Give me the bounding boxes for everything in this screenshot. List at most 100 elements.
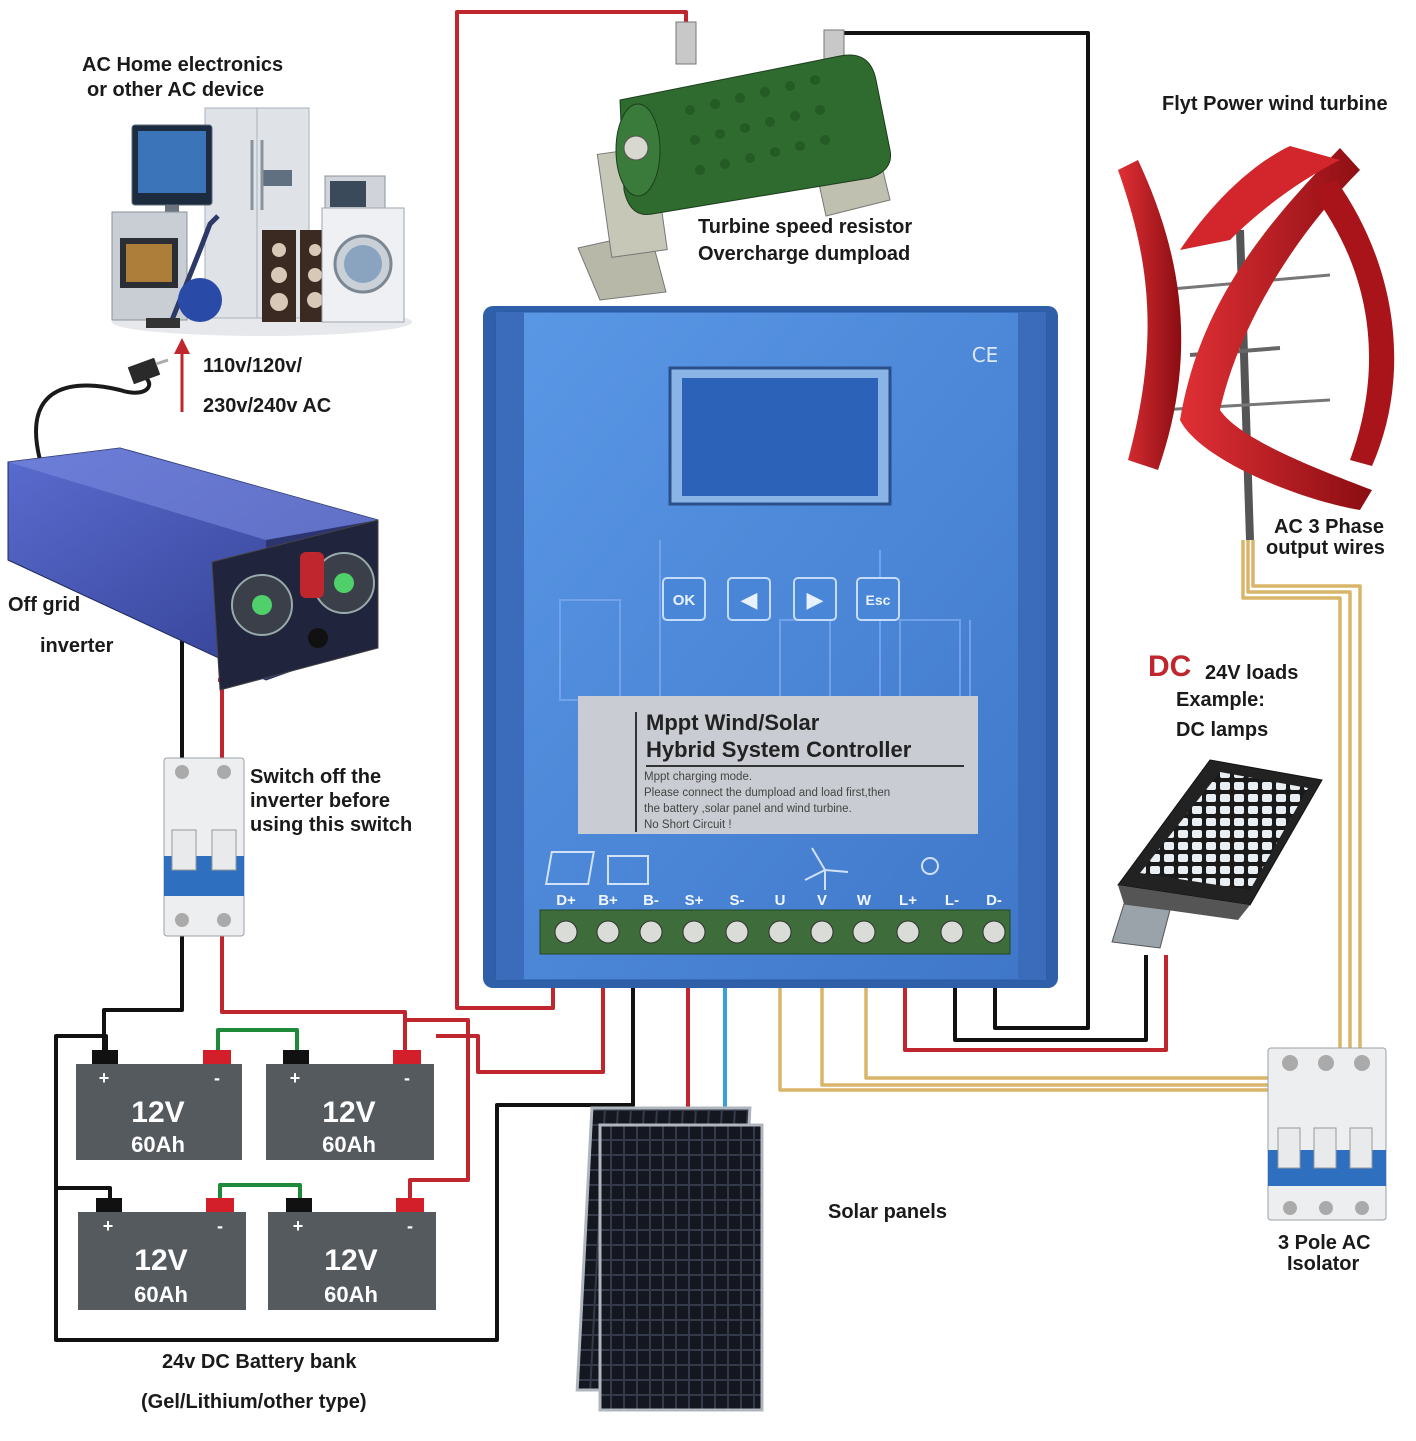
resistor-label-line2: Overcharge dumpload — [698, 243, 911, 265]
switch-to-battery-pos — [220, 935, 407, 1052]
ac-voltage-label-line1: 110v/120v/ — [203, 355, 302, 377]
left-button: ◀ — [741, 588, 758, 613]
ac-phase-w — [864, 985, 1268, 1080]
battery-series-link-bottom — [218, 1183, 302, 1200]
terminal-label: S- — [730, 892, 745, 909]
ac-phase-u — [778, 985, 1268, 1092]
fan-icon — [313, 552, 375, 614]
washer-icon — [321, 207, 405, 323]
ac-appliances-illustration — [111, 107, 412, 412]
fan-icon — [231, 574, 293, 636]
resistor-label-line1: Turbine speed resistor — [698, 216, 913, 238]
battery-voltage: 12V — [322, 1096, 375, 1129]
terminal-label: L- — [945, 892, 959, 909]
right-button: ▶ — [807, 588, 824, 613]
turbine-to-isolator-3 — [1251, 540, 1362, 1050]
battery-capacity: 60Ah — [324, 1282, 378, 1307]
battery-capacity: 60Ah — [322, 1132, 376, 1157]
battery-bank-label-line2: (Gel/Lithium/other type) — [141, 1391, 367, 1413]
terminal-label: V — [817, 892, 827, 909]
wiring — [54, 10, 1362, 1342]
terminal-label: L+ — [899, 892, 917, 909]
ac-wires-label-line2: output wires — [1266, 537, 1385, 559]
battery-neg-label: - — [404, 1068, 410, 1088]
ok-button: OK — [673, 592, 696, 609]
battery-voltage: 12V — [324, 1244, 377, 1277]
ac-phase-v — [820, 985, 1268, 1087]
battery-neg-label: - — [214, 1068, 220, 1088]
inverter-label-line2: inverter — [40, 635, 114, 657]
solar-panels-illustration — [575, 1106, 764, 1412]
load-negative-wire — [953, 955, 1148, 1042]
battery-positive-wire — [436, 985, 605, 1074]
turbine-to-isolator-1 — [1241, 540, 1342, 1050]
dumpload-positive-wire — [455, 10, 688, 1010]
battery-voltage: 12V — [131, 1096, 184, 1129]
dc-loads-label: 24V loads — [1205, 662, 1299, 684]
terminal-label: B- — [643, 892, 659, 909]
battery-neg-label: - — [407, 1216, 413, 1236]
battery-voltage: 12V — [134, 1244, 187, 1277]
battery-bank-label-line1: 24v DC Battery bank — [162, 1351, 357, 1373]
ac-isolator-switch — [1267, 1047, 1387, 1221]
microwave-icon — [324, 175, 386, 213]
battery-negative-wire — [54, 985, 635, 1342]
esc-button: Esc — [866, 592, 891, 608]
ac-wires-label-line1: AC 3 Phase — [1274, 516, 1385, 538]
ce-mark: CE — [972, 343, 999, 367]
switch-label-line1: Switch off the — [250, 766, 382, 788]
dc-lamp-illustration — [1111, 759, 1323, 949]
battery-unit: + - 12V 60Ah — [266, 1050, 434, 1160]
load-positive-wire — [903, 955, 1168, 1052]
battery-unit: + - 12V 60Ah — [78, 1198, 246, 1310]
switch-label-line3: using this switch — [250, 814, 413, 836]
solar-label: Solar panels — [828, 1201, 947, 1223]
tv-icon — [131, 124, 213, 217]
terminal-label: U — [775, 892, 786, 909]
inverter-pos-wire — [218, 678, 224, 760]
dc-prefix-label: DC — [1148, 650, 1192, 683]
vacuum-icon — [146, 214, 222, 328]
terminal-label: D+ — [556, 892, 576, 909]
ac-device-label-line1: AC Home electronics — [82, 54, 284, 76]
battery-capacity: 60Ah — [134, 1282, 188, 1307]
controller-note-line3: the battery ,solar panel and wind turbin… — [644, 803, 852, 815]
battery-series-link-top — [216, 1028, 299, 1052]
ac-device-label-line2: or other AC device — [87, 79, 265, 101]
controller-title-line1: Mppt Wind/Solar — [646, 710, 820, 735]
terminal-label: W — [857, 892, 872, 909]
wind-turbine-illustration — [1118, 146, 1395, 541]
terminal-screws — [554, 920, 1006, 944]
controller-buttons: OK ◀ ▶ Esc — [662, 577, 900, 621]
switch-label-line2: inverter before — [250, 790, 391, 812]
battery-unit: + - 12V 60Ah — [76, 1050, 242, 1160]
hybrid-controller: OK ◀ ▶ Esc Mppt Wind/Solar Hybrid System… — [483, 306, 1058, 988]
terminal-label: S+ — [685, 892, 704, 909]
battery-link-black-left — [58, 1186, 112, 1200]
inverter-illustration — [7, 357, 379, 691]
arrow-up-icon — [174, 338, 190, 412]
oven-icon — [111, 211, 188, 321]
controller-note-line1: Mppt charging mode. — [644, 771, 752, 783]
controller-title-line2: Hybrid System Controller — [646, 737, 912, 762]
solar-panel-icon — [544, 851, 595, 885]
controller-note-line2: Please connect the dumpload and load fir… — [644, 787, 890, 799]
turbine-to-isolator-2 — [1246, 540, 1352, 1050]
isolator-label-line1: 3 Pole AC — [1278, 1232, 1371, 1254]
terminal-label: D- — [986, 892, 1002, 909]
lamp-icon — [921, 857, 939, 875]
dc-example-label-line1: Example: — [1176, 689, 1265, 711]
battery-pos-label: + — [293, 1216, 304, 1236]
switch-to-battery-neg — [102, 935, 184, 1052]
resistor-icon — [577, 21, 892, 301]
inverter-label-line1: Off grid — [8, 594, 81, 616]
plug-icon — [34, 370, 151, 461]
controller-note-line4: No Short Circuit ! — [644, 819, 732, 831]
wind-turbine-icon — [804, 847, 849, 890]
turbine-label: Flyt Power wind turbine — [1162, 93, 1388, 115]
isolator-label-line2: Isolator — [1287, 1253, 1360, 1275]
dc-breaker-switch — [163, 757, 245, 937]
battery-neg-label: - — [217, 1216, 223, 1236]
speaker-icon — [262, 230, 330, 322]
